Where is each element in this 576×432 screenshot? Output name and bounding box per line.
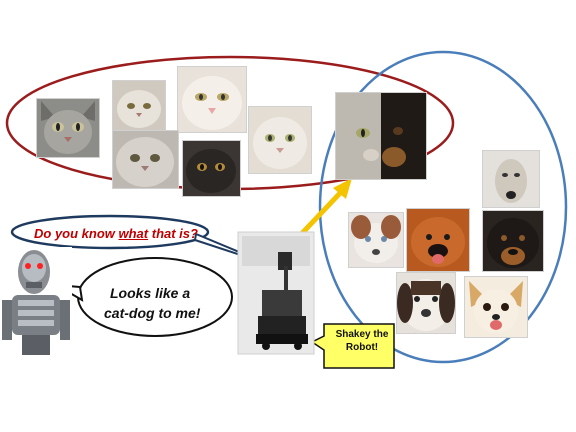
pointing-arrow-head [333,178,352,199]
question-emphasis: what [118,226,149,241]
shakey-label-line-2: Robot! [345,342,379,353]
cat-photo-tabby [36,98,100,158]
cat-photo-gray-persian [112,130,179,189]
dog-photo-rottweiler [482,210,544,272]
question-bubble [10,214,210,250]
question-after: that is? [148,226,198,241]
dog-photo-collie-puppy [348,212,404,268]
terminator-robot-image [0,247,72,357]
answer-line-1: Looks like a [110,285,191,301]
answer-text: Looks like a cat-dog to me! [104,283,234,323]
cat-dog-hybrid-photo [335,92,427,180]
answer-line-2: cat-dog to me! [104,305,201,321]
cat-photo-persian [112,80,166,132]
cat-photo-white [177,66,247,133]
cat-photo-black-persian [182,140,241,197]
shakey-label-box [310,323,395,369]
shakey-label-line-1: Shakey the [335,329,389,340]
dog-photo-chow-puppy [406,208,470,272]
cat-photo-white-fluffy [248,106,312,174]
question-before: Do you know [34,226,119,241]
dog-photo-spaniel [396,272,456,334]
shakey-robot-image [237,231,315,355]
dog-photo-chihuahua [464,276,528,338]
shakey-label-text: Shakey the Robot! [332,328,392,354]
dogs-ellipse [318,50,568,364]
dog-photo-afghan [482,150,540,208]
question-text: Do you know what that is? [34,226,204,241]
